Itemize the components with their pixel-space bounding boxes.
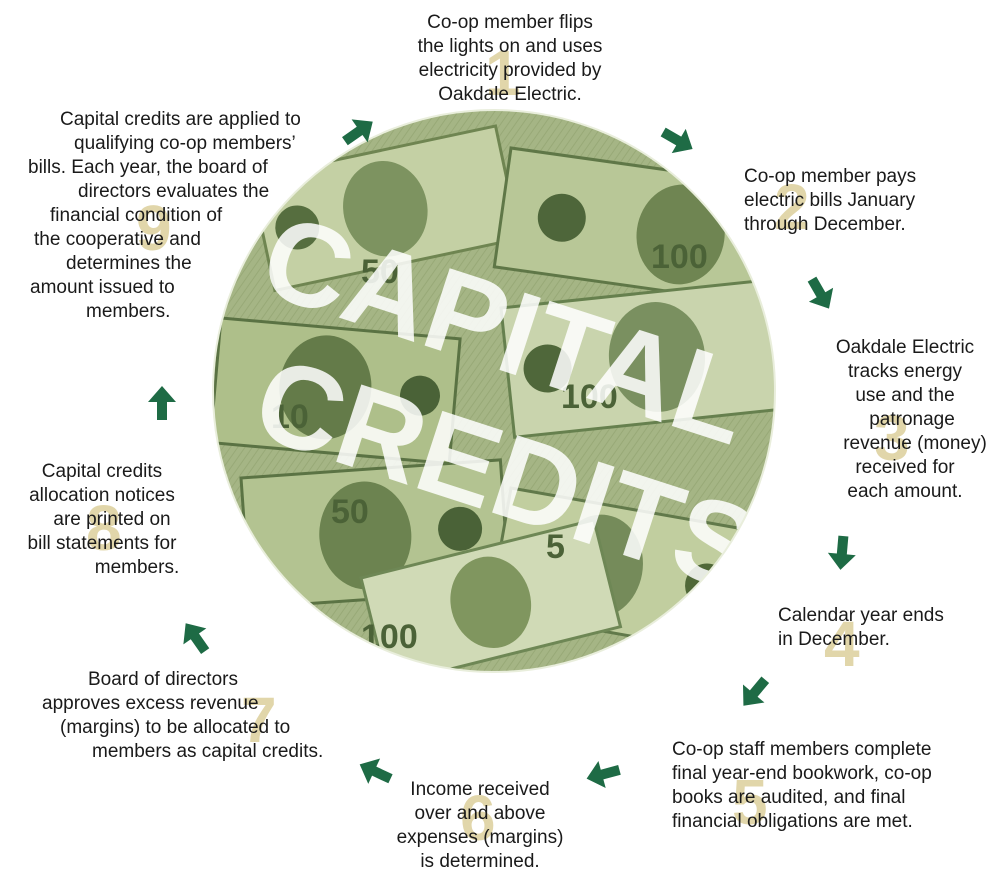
step-text-line: Calendar year ends — [778, 605, 944, 626]
step-number: 8 — [86, 492, 122, 564]
step-8: 8 Capital credits allocation notices are… — [2, 460, 202, 580]
step-9: 9 Capital credits are applied to qualify… — [28, 108, 328, 324]
step-text-line: financial condition of — [50, 205, 223, 226]
step-text-line: qualifying co-op members’ — [74, 133, 296, 154]
step-text-line: Board of directors — [88, 669, 238, 690]
step-text-line: final year-end bookwork, co-op — [672, 763, 932, 784]
step-text-line: Co-op staff members complete — [672, 739, 932, 760]
bill-3 — [213, 316, 462, 466]
step-text-line: revenue (money) — [843, 433, 987, 454]
step-text-line: received for — [855, 457, 955, 478]
bill-7 — [359, 518, 623, 672]
step-text-line: amount issued to — [30, 277, 175, 298]
arrow-icon — [822, 532, 862, 572]
step-text-line: use and the — [855, 385, 955, 406]
money-circle: 100 50 10 100 5 50 100 CAPITAL CREDITS — [211, 108, 777, 674]
step-7: 7 Board of directors approves excess rev… — [36, 668, 366, 764]
step-text-line: patronage — [869, 409, 955, 430]
step-text-line: books are audited, and final — [672, 787, 906, 808]
arrow-icon — [657, 120, 697, 160]
step-text-line: the cooperative and — [34, 229, 201, 250]
step-text-line: are printed on — [53, 509, 171, 530]
bill-label: 5 — [546, 528, 565, 566]
bill-label: 100 — [651, 238, 708, 276]
step-text-line: bills. Each year, the board of — [28, 157, 268, 178]
step-text-line: Oakdale Electric — [835, 337, 975, 358]
step-text-line: (margins) to be allocated to — [60, 717, 291, 738]
bill-label: 50 — [331, 493, 369, 531]
step-text-line: the lights on and uses — [417, 36, 603, 57]
step-text-line: directors evaluates the — [78, 181, 270, 202]
step-text-line: each amount. — [847, 481, 963, 502]
bill-label: 10 — [271, 398, 309, 436]
arrow-icon — [356, 752, 396, 792]
arrow-icon — [142, 384, 182, 424]
step-number: 9 — [136, 192, 172, 264]
step-text-line: Oakdale Electric. — [438, 84, 582, 105]
bill-label: 100 — [361, 618, 418, 656]
step-text-line: Co-op member pays — [744, 166, 917, 187]
arrow-icon — [338, 112, 378, 152]
step-text-line: is determined. — [420, 851, 540, 872]
step-text-line: electricity provided by — [418, 60, 602, 81]
step-number: 4 — [824, 608, 860, 680]
step-5: 5 Co-op staff members complete final yea… — [672, 738, 972, 834]
bill-4 — [499, 278, 775, 439]
step-1: 1 Co-op member flips the lights on and u… — [405, 11, 615, 107]
step-number: 6 — [460, 782, 496, 854]
step-text-line: Capital credits — [41, 461, 163, 482]
arrow-icon — [176, 618, 216, 658]
arrow-icon — [584, 754, 624, 794]
step-text-line: Capital credits are applied to — [60, 109, 301, 130]
step-text-line: through December. — [744, 214, 906, 235]
step-text-line: tracks energy — [847, 361, 963, 382]
step-text-line: members. — [86, 301, 171, 322]
step-text-line: in December. — [778, 629, 890, 650]
step-number: 3 — [874, 402, 910, 474]
step-text-line: electric bills January — [744, 190, 916, 211]
arrow-icon — [735, 672, 775, 712]
step-text-line: members as capital credits. — [92, 741, 324, 762]
step-2: 2 Co-op member pays electric bills Janua… — [744, 165, 944, 243]
step-text-line: financial obligations are met. — [672, 811, 913, 832]
step-text-line: determines the — [66, 253, 192, 274]
step-number: 7 — [241, 684, 277, 756]
step-text-line: bill statements for — [27, 533, 177, 554]
step-text-line: allocation notices — [29, 485, 175, 506]
step-text-line: approves excess revenue — [42, 693, 259, 714]
step-text-line: over and above — [414, 803, 546, 824]
bill-label: 100 — [561, 378, 618, 416]
step-3: 3 Oakdale Electric tracks energy use and… — [812, 336, 998, 504]
arrow-icon — [800, 273, 840, 313]
step-6: 6 Income received over and above expense… — [380, 778, 580, 874]
step-number: 1 — [485, 37, 521, 109]
step-4: 4 Calendar year ends in December. — [778, 604, 978, 676]
step-text-line: expenses (margins) — [396, 827, 564, 848]
step-number: 5 — [732, 766, 768, 838]
step-number: 2 — [774, 171, 810, 243]
bill-label: 50 — [361, 253, 399, 291]
step-text-line: Income received — [410, 779, 550, 800]
step-text-line: Co-op member flips — [427, 12, 593, 33]
step-text-line: members. — [94, 557, 180, 578]
